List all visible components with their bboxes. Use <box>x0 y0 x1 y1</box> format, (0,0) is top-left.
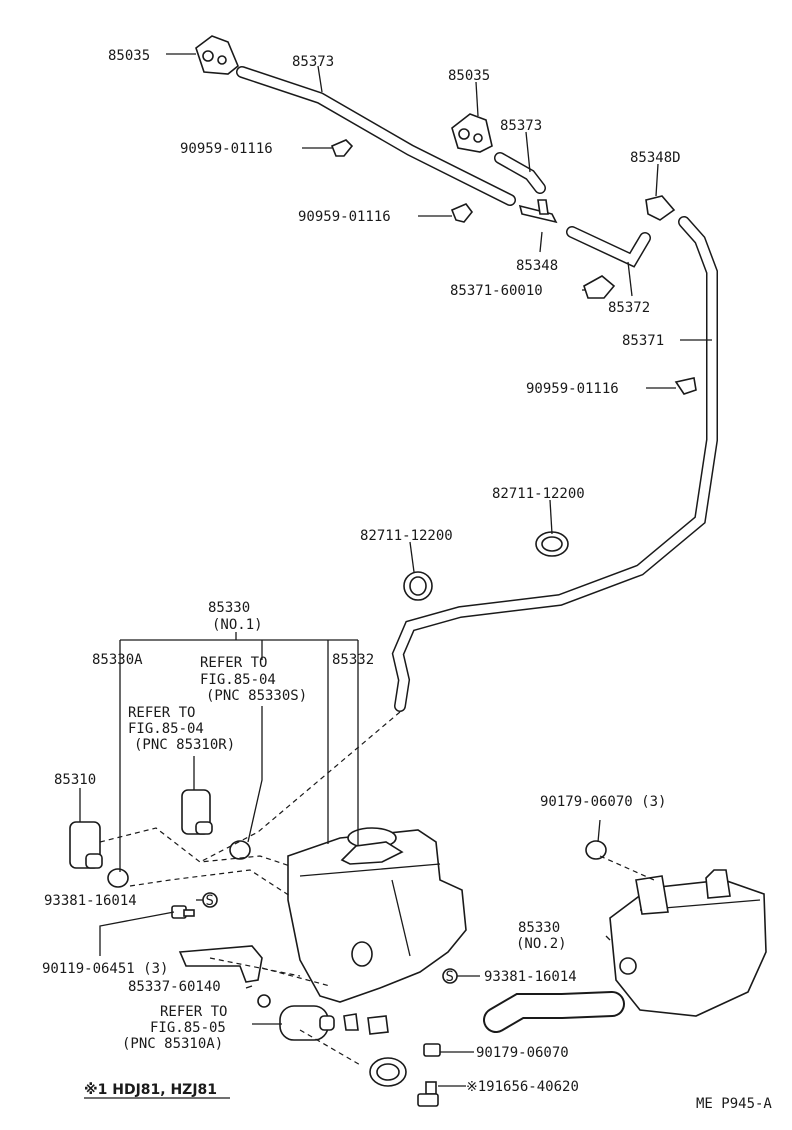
label-85337: 85337-60140 <box>128 979 221 995</box>
s-mark-a: S <box>202 892 218 909</box>
clip-90959-c <box>674 377 697 395</box>
label-85348: 85348 <box>516 258 558 274</box>
label-85373-a: 85373 <box>292 54 334 70</box>
label-90959-a: 90959-01116 <box>180 141 273 157</box>
label-refer-b-3: (PNC 85310R) <box>134 737 235 753</box>
label-90179-a: 90179-06070 (3) <box>540 794 666 810</box>
bolt-90179-a <box>585 840 607 860</box>
clip-90959-a <box>330 139 354 157</box>
hose-85371 <box>391 216 718 712</box>
label-85310: 85310 <box>54 772 96 788</box>
connector-85348 <box>518 199 558 224</box>
label-85332: 85332 <box>332 652 374 668</box>
label-refer-b-1: REFER TO <box>128 705 195 721</box>
footnote: ※1 HDJ81, HZJ81 <box>84 1082 217 1098</box>
tank-85330-no2 <box>609 869 767 1017</box>
diagram-code: ME P945-A <box>696 1096 772 1112</box>
clip-90959-b <box>450 203 474 223</box>
label-90179-b: 90179-06070 <box>476 1045 569 1061</box>
hose-85372 <box>566 226 651 268</box>
label-93381-a: 93381-16014 <box>44 893 137 909</box>
label-85371: 85371 <box>622 333 664 349</box>
label-85372: 85372 <box>608 300 650 316</box>
label-90119: 90119-06451 (3) <box>42 961 168 977</box>
s-mark-b-text: S <box>446 969 454 985</box>
label-85330-no2: 85330 <box>518 920 560 936</box>
hose-85373-long <box>236 66 516 206</box>
dashed-lines <box>99 711 655 1067</box>
label-85330-no2-sub: (NO.2) <box>516 936 567 952</box>
bolt-90119 <box>171 905 195 919</box>
label-93381-b: 93381-16014 <box>484 969 577 985</box>
label-191656: ※191656-40620 <box>466 1079 579 1095</box>
band-82711-a <box>535 531 569 557</box>
bolt-191656 <box>417 1081 439 1107</box>
s-mark-a-text: S <box>206 893 214 909</box>
label-refer-c-3: (PNC 85310A) <box>122 1036 223 1052</box>
label-82711-a: 82711-12200 <box>492 486 585 502</box>
bolt-90179-b <box>423 1043 441 1057</box>
nozzle-85035-middle <box>451 113 493 153</box>
hose-85373-short <box>494 152 546 194</box>
pump-85310R <box>181 789 213 835</box>
label-85371-60010: 85371-60010 <box>450 283 543 299</box>
label-90959-b: 90959-01116 <box>298 209 391 225</box>
label-refer-a-1: REFER TO <box>200 655 267 671</box>
label-90959-c: 90959-01116 <box>526 381 619 397</box>
label-85373-b: 85373 <box>500 118 542 134</box>
label-refer-a-3: (PNC 85330S) <box>206 688 307 704</box>
clip-pair <box>343 1013 389 1035</box>
label-refer-a-2: FIG.85-04 <box>200 672 276 688</box>
s-mark-b: S <box>442 968 458 985</box>
pump-85310 <box>69 821 103 869</box>
label-refer-c-2: FIG.85-05 <box>150 1020 226 1036</box>
label-85348D: 85348D <box>630 150 681 166</box>
grommet-small <box>257 994 271 1008</box>
label-85330-no1-sub: (NO.1) <box>212 617 263 633</box>
band-lower <box>369 1057 407 1087</box>
labels: 85035 85373 85035 85373 90959-01116 8534… <box>42 48 772 1112</box>
connector-85348D <box>645 195 676 221</box>
cap-85332 <box>340 841 404 865</box>
thick-hose <box>483 991 625 1033</box>
bracket-no2 <box>635 875 669 915</box>
pump-85310A <box>279 1005 335 1041</box>
label-refer-b-2: FIG.85-04 <box>128 721 204 737</box>
band-82711-b <box>403 571 433 601</box>
label-85330-no1: 85330 <box>208 600 250 616</box>
label-refer-c-1: REFER TO <box>160 1004 227 1020</box>
label-85035-b: 85035 <box>448 68 490 84</box>
grommet-85330A <box>107 868 129 888</box>
clamp-85371-60010 <box>583 275 616 299</box>
label-82711-b: 82711-12200 <box>360 528 453 544</box>
grommet-85330S <box>229 840 251 860</box>
label-85330A: 85330A <box>92 652 143 668</box>
nozzle-85035-top-left <box>195 35 239 75</box>
bracket-85337 <box>178 945 263 983</box>
label-85035-a: 85035 <box>108 48 150 64</box>
